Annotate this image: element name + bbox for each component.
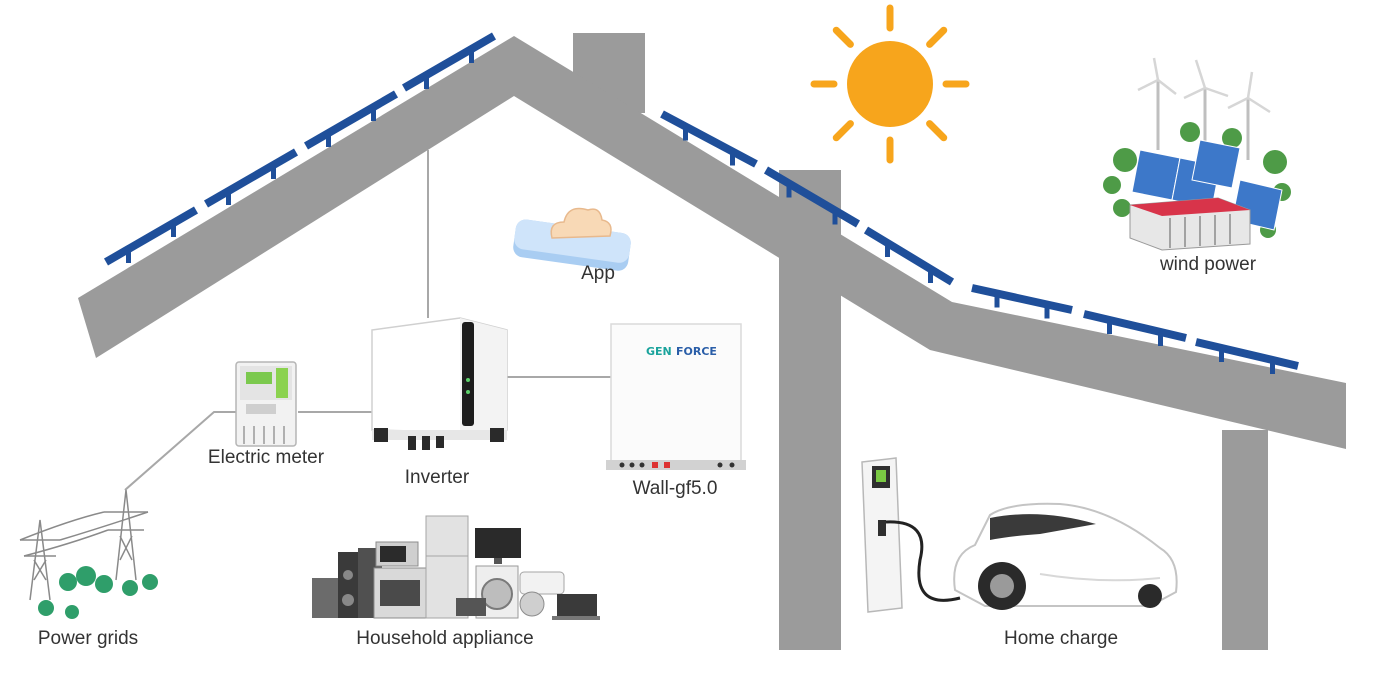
- roof-right: [514, 36, 1346, 449]
- solar-panel: [1195, 338, 1299, 374]
- house-wall-middle: [779, 170, 841, 650]
- solar-panel: [203, 148, 299, 208]
- house: [78, 33, 1346, 650]
- connections: [124, 150, 612, 491]
- meter-icon: [235, 361, 297, 447]
- ev-charger-icon: [861, 457, 961, 613]
- car-icon: [953, 502, 1178, 610]
- home-charge-label: Home charge: [1004, 628, 1118, 649]
- solar-panels: [103, 32, 1299, 374]
- wind-power-label: wind power: [1159, 254, 1257, 275]
- sun-ray: [926, 26, 948, 48]
- solar-panel: [1083, 310, 1187, 346]
- solar-panel: [863, 226, 955, 286]
- sun-ray: [926, 120, 948, 142]
- power-grids-label: Power grids: [38, 628, 138, 649]
- electric-meter-label: Electric meter: [208, 447, 325, 468]
- solar-panel: [763, 166, 861, 228]
- app-label: App: [581, 263, 615, 284]
- inverter-icon: [371, 317, 508, 450]
- appliance-icon: [312, 515, 600, 620]
- house-wall-right: [1222, 430, 1268, 650]
- wall-label: Wall-gf5.0: [633, 478, 718, 499]
- sun-icon: [810, 4, 970, 164]
- wind-farm-icon: [1103, 57, 1291, 251]
- inverter-label: Inverter: [405, 467, 470, 488]
- battery-icon: GEN FORCE: [606, 323, 746, 470]
- pylon-icon: [19, 489, 149, 601]
- household-appliance-label: Household appliance: [356, 628, 533, 649]
- sun-ray: [832, 120, 854, 142]
- brand-gen: GEN: [646, 345, 672, 358]
- sun-ray: [832, 26, 854, 48]
- solar-panel: [401, 32, 497, 92]
- line-grid-to-meter: [124, 411, 236, 491]
- sun-core: [847, 41, 933, 127]
- cloud-app-icon: [513, 207, 631, 271]
- solar-panel: [103, 206, 199, 266]
- solar-panel: [971, 284, 1073, 319]
- roof-left: [78, 36, 514, 358]
- brand-force: FORCE: [676, 345, 717, 358]
- grid-trees: [38, 566, 158, 619]
- solar-panel: [660, 110, 758, 168]
- solar-panel: [303, 90, 399, 150]
